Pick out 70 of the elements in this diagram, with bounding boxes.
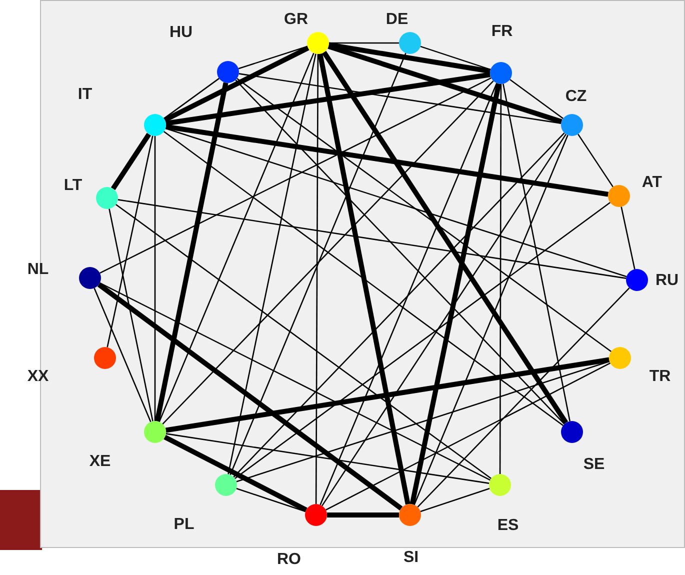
network-link xyxy=(235,80,565,424)
network-link xyxy=(166,72,490,126)
network-link xyxy=(164,46,310,122)
network-link xyxy=(116,204,492,480)
node-label: RO xyxy=(277,552,301,568)
node-label: XE xyxy=(89,454,111,470)
network-link xyxy=(158,52,314,422)
network-link xyxy=(166,124,608,197)
network-link xyxy=(510,78,564,120)
node-label: CZ xyxy=(565,89,587,105)
network-link xyxy=(236,360,610,482)
network-link xyxy=(578,134,614,188)
network-link xyxy=(328,42,491,74)
node-label: TR xyxy=(649,369,671,385)
network-link xyxy=(318,53,410,505)
network-link xyxy=(322,134,566,506)
network-link xyxy=(238,46,308,70)
network-link xyxy=(97,282,403,510)
network-link xyxy=(100,282,490,481)
network-link xyxy=(154,136,156,421)
node-label: RU xyxy=(655,273,679,289)
node-label: HU xyxy=(169,25,193,41)
network-link xyxy=(420,46,491,70)
node-label: DE xyxy=(386,12,408,28)
network-link xyxy=(100,77,492,274)
network-link xyxy=(238,73,562,124)
network-link xyxy=(236,78,612,352)
network-link xyxy=(162,80,494,425)
network-link xyxy=(94,288,152,422)
network-link xyxy=(420,488,490,512)
network-link xyxy=(327,512,399,518)
node-label: FR xyxy=(491,24,513,40)
network-link xyxy=(320,82,498,506)
network-link xyxy=(166,433,490,484)
node-label: NL xyxy=(27,262,49,278)
network-link xyxy=(322,50,568,424)
node-label: SE xyxy=(583,457,605,473)
network-link xyxy=(164,434,308,512)
network-link xyxy=(110,132,152,190)
network-link xyxy=(108,208,154,422)
network-link xyxy=(164,78,220,120)
node-label: XX xyxy=(27,369,49,385)
network-link xyxy=(106,136,154,348)
network-link xyxy=(499,84,502,474)
network-link xyxy=(163,131,564,426)
network-link xyxy=(315,54,319,504)
network-link xyxy=(233,132,565,478)
network-link xyxy=(414,134,568,506)
node-label: GR xyxy=(284,12,308,28)
node-label: IT xyxy=(78,87,92,103)
node-label: AT xyxy=(642,175,662,191)
network-link xyxy=(417,287,630,508)
network-link xyxy=(620,206,636,270)
node-label: LT xyxy=(64,178,82,194)
node-label: PL xyxy=(174,517,194,533)
network-link xyxy=(165,357,610,433)
node-label: SI xyxy=(403,550,419,566)
network-link xyxy=(328,44,562,124)
network-link xyxy=(118,199,626,279)
network-link xyxy=(154,82,228,422)
network-link xyxy=(228,54,316,474)
network-link xyxy=(410,83,502,505)
network-link xyxy=(236,488,306,512)
network-link xyxy=(329,42,399,44)
network-link xyxy=(325,362,611,511)
network-link xyxy=(165,128,627,278)
network-link xyxy=(234,202,611,479)
node-label: ES xyxy=(497,518,519,534)
network-link xyxy=(230,52,406,476)
network-link xyxy=(502,84,570,422)
